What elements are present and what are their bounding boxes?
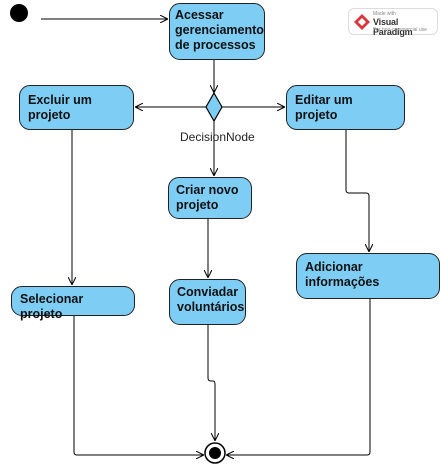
watermark-sub-text: For non-commercial use	[373, 27, 427, 33]
activity-criar-projeto[interactable]: Criar novo projeto	[168, 177, 252, 219]
node-text-line: Selecionar projeto	[20, 292, 84, 321]
activity-acessar-gerenciamento[interactable]: Acessar gerenciamento de processos	[169, 3, 265, 60]
node-text-line: Adicionar informações	[305, 260, 380, 289]
node-text-line: Excluir um projeto	[28, 93, 92, 122]
activity-editar-projeto[interactable]: Editar um projeto	[286, 85, 405, 130]
node-text-line: Conviadar	[177, 285, 239, 299]
edge-selecionar-to-final	[73, 316, 203, 455]
node-text-line: Acessar	[175, 8, 224, 22]
node-text-line: Editar um projeto	[295, 93, 353, 122]
node-text-line: gerenciamento	[175, 23, 264, 37]
final-node-dot	[209, 447, 221, 459]
node-text-line: voluntários	[177, 300, 245, 314]
activity-selecionar-projeto[interactable]: Selecionar projeto	[11, 286, 135, 321]
activity-excluir-projeto[interactable]: Excluir um projeto	[19, 85, 134, 130]
decision-node-label: DecisionNode	[180, 130, 255, 144]
activity-adicionar-informacoes[interactable]: Adicionar informações	[296, 253, 440, 299]
activity-conviadar-voluntarios[interactable]: Conviadar voluntários	[169, 279, 246, 325]
edge-adicionar-to-final	[227, 299, 371, 455]
node-text-line: Criar novo	[176, 183, 239, 197]
initial-node	[10, 4, 28, 22]
node-text-line: projeto	[176, 198, 219, 212]
decision-node	[205, 91, 223, 123]
node-text-line: de processos	[175, 38, 256, 52]
edge-editar-to-adicionar	[345, 130, 369, 251]
visual-paradigm-watermark: Made with Visual Paradigm For non-commer…	[348, 8, 438, 37]
watermark-small-text: Made with	[373, 11, 396, 17]
visual-paradigm-logo-icon	[354, 14, 370, 30]
edge-conviadar-to-final	[207, 325, 215, 440]
watermark-brand-text: Visual Paradigm	[373, 17, 413, 37]
